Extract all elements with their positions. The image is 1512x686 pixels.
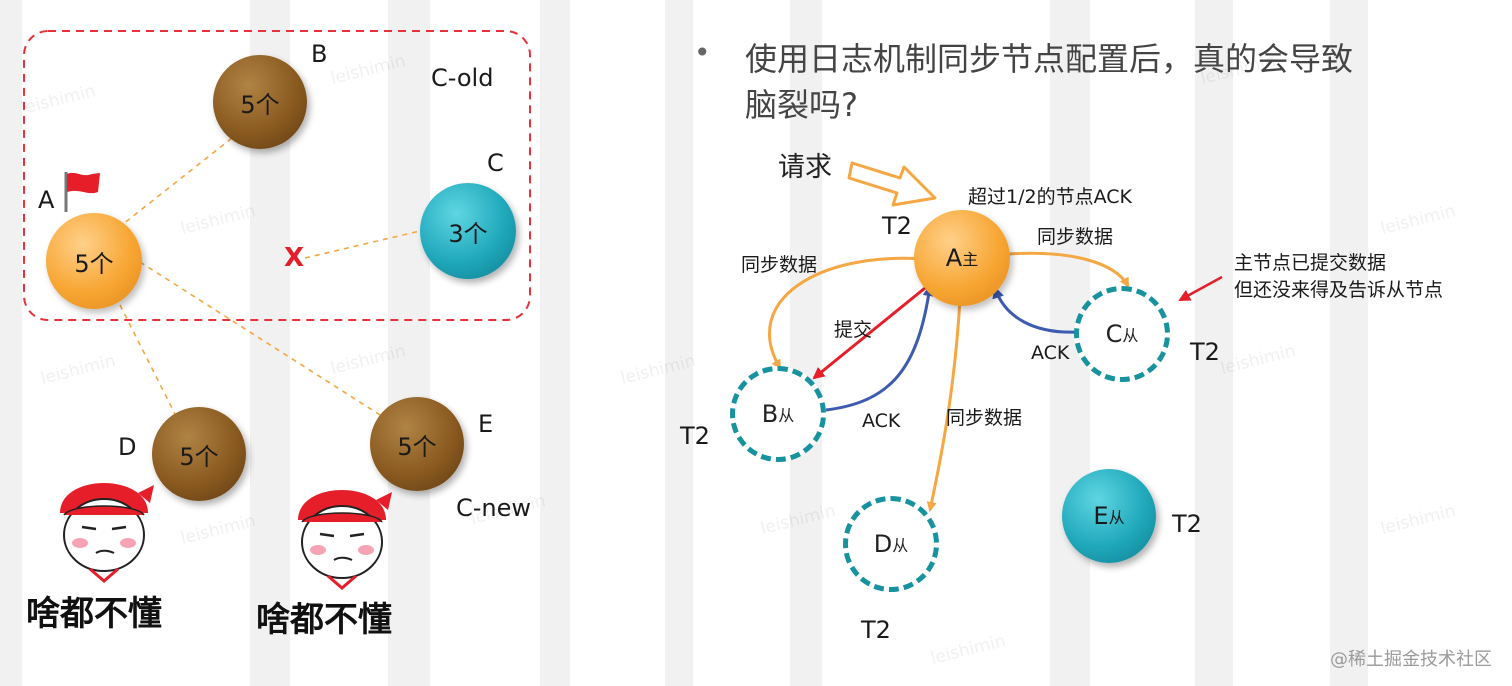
node-b-value: 5个 <box>240 90 280 119</box>
commit-label: 提交 <box>834 319 873 341</box>
sync-label-to-b: 同步数据 <box>741 254 818 276</box>
c-old-group-border <box>23 30 531 321</box>
title-line-2: 脑裂吗? <box>745 86 858 124</box>
follower-d-term: T2 <box>861 616 891 644</box>
leader-role: 主 <box>962 250 979 269</box>
commit-arrow <box>812 286 926 380</box>
background-stripe <box>540 0 570 686</box>
leader-term: T2 <box>882 212 912 240</box>
meme-caption-right: 啥都不懂 <box>256 600 392 640</box>
sync-arrow-to-c <box>1007 251 1130 288</box>
follower-c-term: T2 <box>1190 338 1220 366</box>
ack-over-half-label: 超过1/2的节点ACK <box>968 186 1132 208</box>
request-label: 请求 <box>778 152 832 183</box>
background-stripe <box>1330 0 1368 686</box>
note-pointer-arrow <box>1178 275 1223 302</box>
follower-d-role: 从 <box>892 536 909 555</box>
follower-e-name: E <box>1093 502 1109 530</box>
c-new-label: C-new <box>456 494 532 522</box>
link-a-e <box>139 261 389 421</box>
broken-link-mark: X <box>284 243 305 273</box>
node-c: 3个 <box>420 183 516 279</box>
background-stripe <box>790 0 822 686</box>
follower-c-name: C <box>1105 320 1123 348</box>
node-d: 5个 <box>152 407 246 501</box>
note-line-2: 但还没来得及告诉从节点 <box>1234 279 1444 301</box>
node-d-value: 5个 <box>179 442 219 471</box>
follower-d-name: D <box>873 530 893 558</box>
link-a-b <box>117 137 233 229</box>
ack-label-b: ACK <box>862 410 901 432</box>
ack-arrow-from-b <box>825 284 935 412</box>
node-a-value: 5个 <box>74 249 114 278</box>
follower-b-role: 从 <box>778 406 795 425</box>
title-bullet: • <box>694 36 711 69</box>
background-stripe <box>665 0 693 686</box>
node-d-label: D <box>118 433 137 461</box>
node-b: 5个 <box>213 55 307 149</box>
background-stripe <box>0 0 22 686</box>
meme-caption-left: 啥都不懂 <box>26 594 162 634</box>
follower-b-term: T2 <box>680 422 710 450</box>
node-c-value: 3个 <box>448 219 488 248</box>
title-line-1: 使用日志机制同步节点配置后，真的会导致 <box>745 40 1354 78</box>
ack-arrow-from-c <box>992 286 1079 334</box>
sync-arrow-to-d <box>926 299 962 512</box>
leader-name: A <box>945 244 963 272</box>
node-a-label: A <box>38 186 55 214</box>
node-e-label: E <box>478 410 494 438</box>
background-stripe <box>1195 0 1233 686</box>
follower-e-term: T2 <box>1172 510 1202 538</box>
follower-b-name: B <box>761 400 779 428</box>
node-e-value: 5个 <box>397 432 437 461</box>
leader-flag-icon <box>64 172 100 212</box>
note-line-1: 主节点已提交数据 <box>1234 252 1387 274</box>
node-e: 5个 <box>370 397 464 491</box>
site-watermark: @稀土掘金技术社区 <box>1330 649 1492 670</box>
link-a-c-broken <box>304 230 421 259</box>
c-old-label: C-old <box>431 64 494 92</box>
follower-e-role: 从 <box>1108 508 1125 527</box>
background-stripe <box>388 0 430 686</box>
confused-face-icon <box>60 483 154 583</box>
confused-face-icon <box>298 490 392 590</box>
node-c-label: C <box>487 149 504 177</box>
node-b-label: B <box>311 40 328 68</box>
ack-label-c: ACK <box>1031 342 1070 364</box>
node-a: 5个 <box>46 213 142 309</box>
sync-label-to-d: 同步数据 <box>946 407 1023 429</box>
sync-label-to-c: 同步数据 <box>1037 226 1114 248</box>
follower-c-role: 从 <box>1122 326 1139 345</box>
sync-arrow-to-b <box>768 256 923 370</box>
request-arrow <box>847 161 937 207</box>
link-a-d <box>119 304 179 421</box>
